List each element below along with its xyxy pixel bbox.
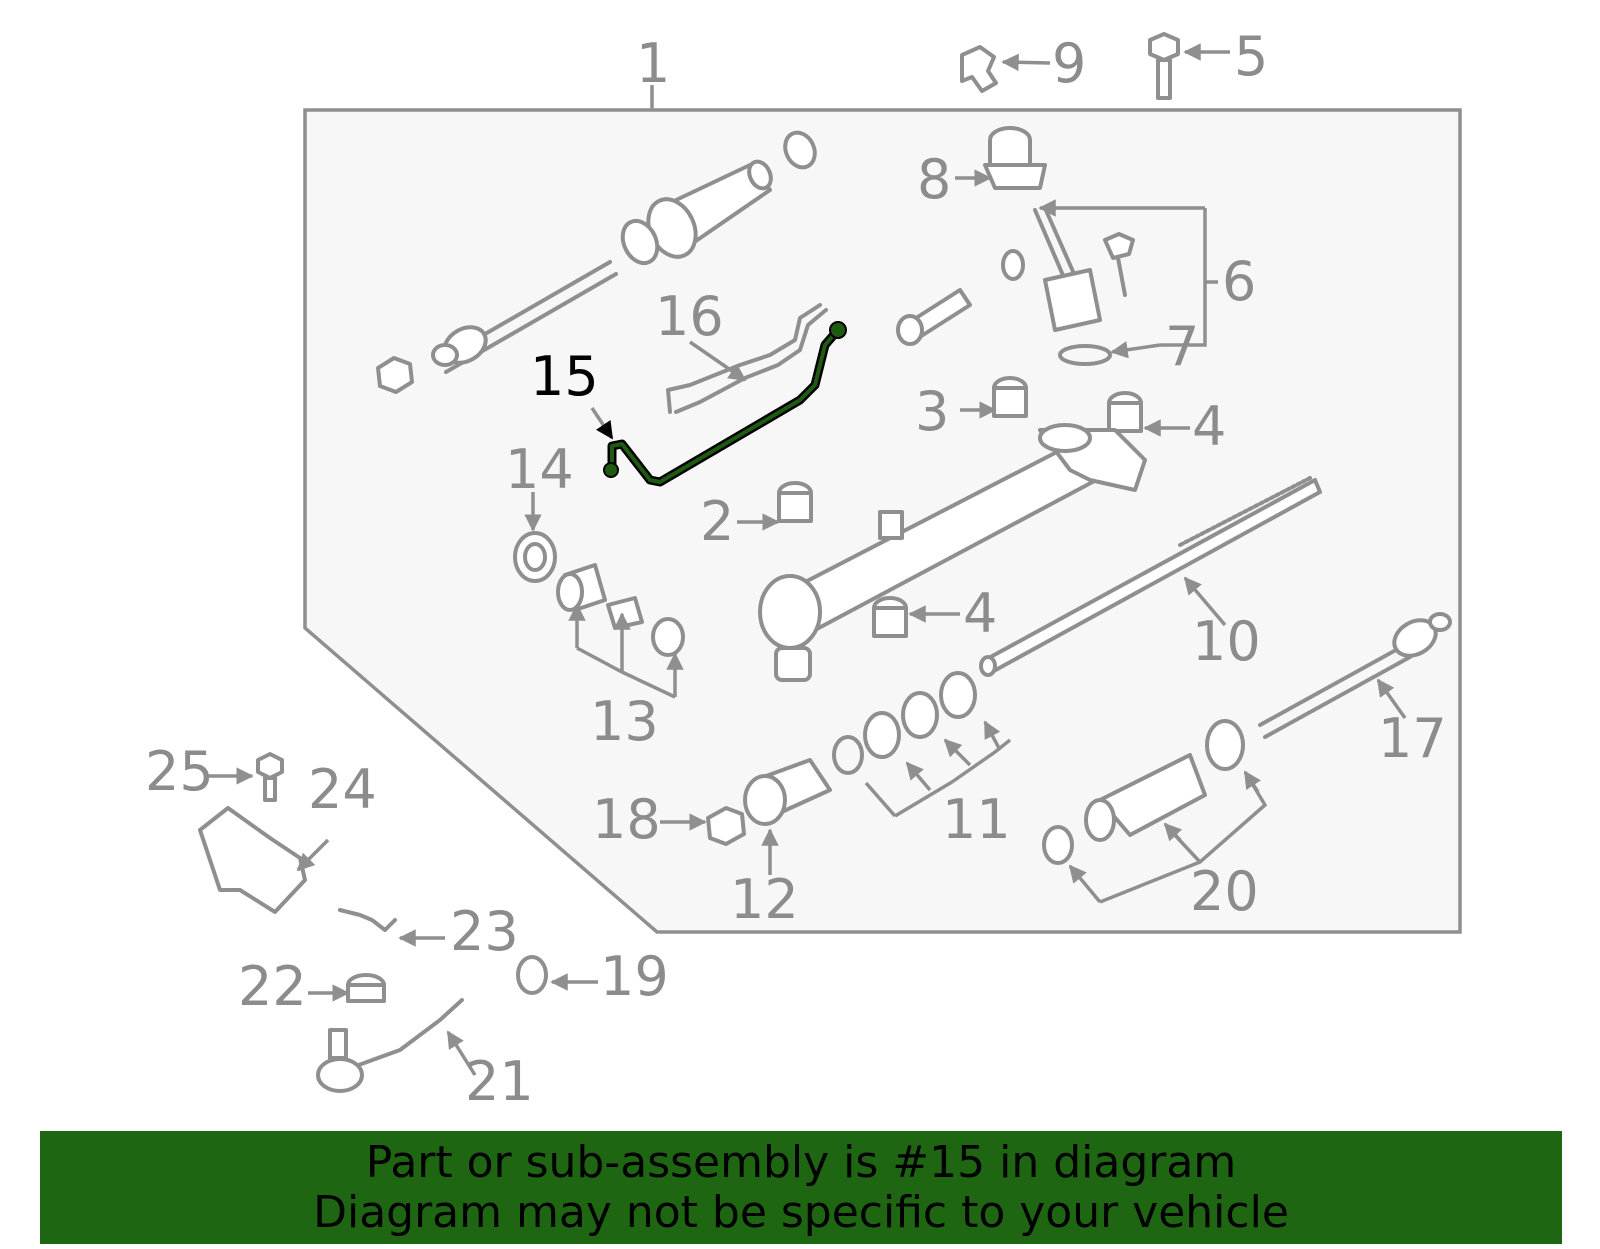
callout-19: 19 <box>600 945 669 1008</box>
callout-25: 25 <box>145 740 214 803</box>
part-5-shape <box>1148 32 1180 100</box>
callout-12: 12 <box>730 868 799 931</box>
callout-4-lower: 4 <box>963 582 997 645</box>
callout-21: 21 <box>465 1050 534 1113</box>
part-18-shape <box>706 806 746 846</box>
bushings <box>777 376 1143 638</box>
callout-7: 7 <box>1165 315 1199 378</box>
part-8-shape <box>983 126 1047 190</box>
callout-2: 2 <box>700 490 734 553</box>
part-25-shape <box>256 752 284 802</box>
part-12-shape <box>743 758 832 826</box>
part-19-shape <box>516 955 548 995</box>
info-banner: Part or sub-assembly is #15 in diagram D… <box>40 1131 1562 1244</box>
callout-5: 5 <box>1234 25 1268 88</box>
part-9-shape <box>960 45 998 93</box>
boot-lower <box>1042 719 1245 865</box>
callout-24: 24 <box>308 758 377 821</box>
part-21-shape <box>316 998 464 1093</box>
callout-3: 3 <box>915 380 949 443</box>
callout-23: 23 <box>450 900 519 963</box>
callout-11: 11 <box>942 788 1011 851</box>
part-11-seals <box>832 671 977 775</box>
callout-8: 8 <box>917 148 951 211</box>
callout-18: 18 <box>592 788 661 851</box>
leader-lines <box>207 43 1407 1076</box>
part-7-shape <box>1058 344 1112 366</box>
boot-upper <box>620 130 817 266</box>
callout-14: 14 <box>505 438 574 501</box>
callout-13: 13 <box>590 690 659 753</box>
callout-4-upper: 4 <box>1192 395 1226 458</box>
callout-6: 6 <box>1222 250 1256 313</box>
callout-1: 1 <box>636 32 670 95</box>
part-22-shape <box>346 973 386 1003</box>
callout-20: 20 <box>1190 860 1259 923</box>
part-15-pipe-highlighted <box>603 321 847 487</box>
banner-line-disclaimer: Diagram may not be specific to your vehi… <box>313 1186 1289 1238</box>
part-23-shape <box>338 908 397 932</box>
callout-9: 9 <box>1052 32 1086 95</box>
callout-16: 16 <box>655 285 724 348</box>
callout-22: 22 <box>238 955 307 1018</box>
callout-10: 10 <box>1192 610 1261 673</box>
part-6-shape <box>896 206 1135 346</box>
tie-rod-upper-left <box>376 260 618 394</box>
part-24-shape <box>198 806 307 914</box>
rack-housing <box>758 423 1147 682</box>
banner-line-part-number: Part or sub-assembly is #15 in diagram <box>365 1136 1237 1188</box>
tie-rod-lower-right <box>1258 612 1452 739</box>
callout-15-highlighted: 15 <box>530 345 599 408</box>
part-16-pipe <box>666 303 822 414</box>
rack-bar <box>979 476 1322 677</box>
callout-17: 17 <box>1378 707 1447 770</box>
